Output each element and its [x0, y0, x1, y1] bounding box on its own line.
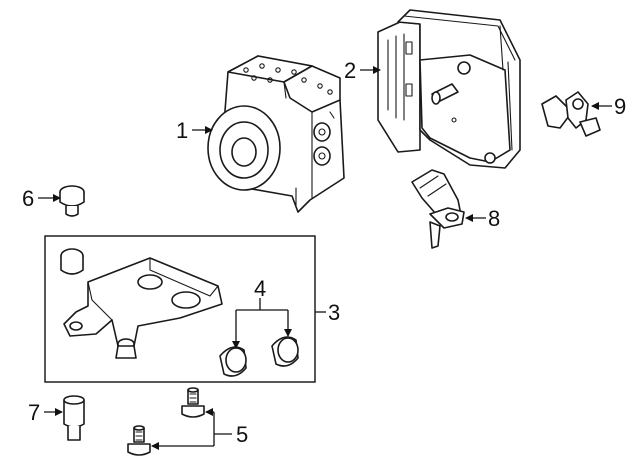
callout-4: 4 — [254, 276, 266, 301]
speed-sensor-9[interactable] — [541, 91, 601, 137]
callout-2: 2 — [344, 58, 356, 83]
rubber-mount-left[interactable] — [219, 346, 247, 377]
abs-control-module[interactable] — [377, 9, 521, 169]
abs-hydraulic-unit[interactable] — [207, 55, 345, 213]
stud-7[interactable] — [63, 395, 85, 441]
grommet-in-kit[interactable] — [60, 248, 84, 275]
bolt-lower[interactable] — [127, 425, 151, 456]
grommet-6[interactable] — [59, 185, 85, 217]
abs-bracket[interactable] — [63, 257, 223, 359]
bolt-upper[interactable] — [181, 387, 205, 418]
callout-3: 3 — [328, 300, 340, 325]
callout-6: 6 — [22, 186, 34, 211]
leader-lines — [38, 66, 612, 450]
callout-7: 7 — [28, 400, 40, 425]
speed-sensor-8[interactable] — [411, 169, 465, 249]
rubber-mount-right[interactable] — [271, 336, 299, 367]
callout-1: 1 — [176, 118, 188, 143]
bracket-kit-frame — [44, 235, 316, 383]
callout-8: 8 — [488, 206, 500, 231]
callout-5: 5 — [236, 422, 248, 447]
callout-9: 9 — [614, 94, 626, 119]
